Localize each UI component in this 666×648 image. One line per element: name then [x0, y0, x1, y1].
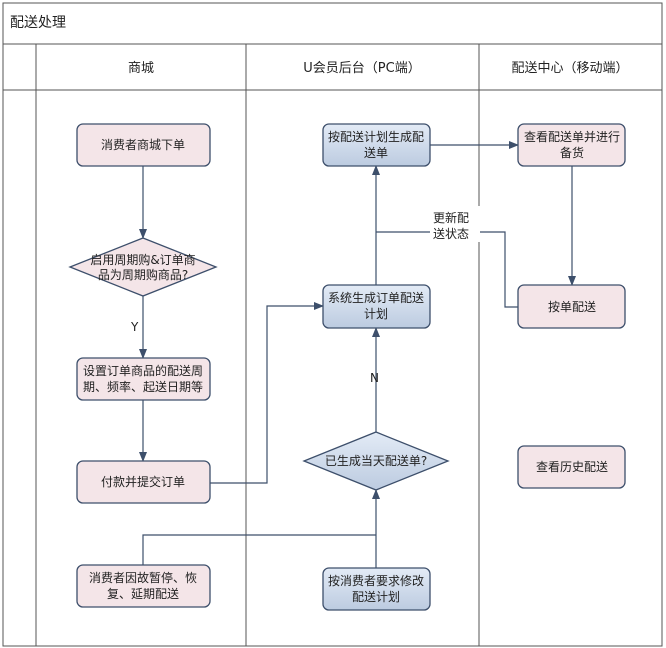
edge-label-no: N	[370, 371, 379, 385]
node-history[interactable]: 查看历史配送	[517, 445, 626, 489]
node-view-prepare-text-1: 查看配送单并进行	[524, 129, 620, 144]
node-gen-plan[interactable]: 系统生成订单配送 计划	[322, 284, 431, 329]
node-pause-text-1: 消费者因故暂停、恢	[89, 570, 197, 585]
node-pay[interactable]: 付款并提交订单	[76, 460, 211, 504]
node-gen-plan-text-1: 系统生成订单配送	[328, 290, 424, 305]
node-deliver-text: 按单配送	[548, 299, 596, 314]
diagram-title: 配送处理	[10, 15, 66, 31]
node-order-text: 消费者商城下单	[101, 137, 185, 152]
node-decision-today[interactable]: 已生成当天配送单?	[302, 431, 450, 491]
node-pay-text: 付款并提交订单	[101, 474, 185, 489]
lane-header-mall: 商城	[128, 61, 154, 76]
edge-label-update-status-1: 更新配	[433, 210, 469, 225]
edge-label-update-status-2: 送状态	[433, 226, 469, 241]
node-set-cycle-text-1: 设置订单商品的配送周	[83, 363, 203, 378]
node-decision-cycle-text-1: 启用周期购&订单商	[90, 252, 195, 267]
node-pause-text-2: 复、延期配送	[107, 586, 179, 601]
node-modify-plan-text-2: 配送计划	[352, 589, 400, 604]
node-set-cycle-text-2: 期、频率、起送日期等	[83, 379, 203, 394]
edge-label-yes: Y	[130, 320, 139, 334]
node-gen-by-plan-text-1: 按配送计划生成配	[328, 129, 424, 144]
node-gen-by-plan-text-2: 送单	[364, 145, 388, 160]
node-order[interactable]: 消费者商城下单	[76, 123, 211, 167]
node-set-cycle[interactable]: 设置订单商品的配送周 期、频率、起送日期等	[76, 357, 211, 401]
lane-header-pc-admin: U会员后台（PC端）	[303, 61, 420, 76]
node-gen-by-plan[interactable]: 按配送计划生成配 送单	[322, 123, 431, 167]
node-modify-plan-text-1: 按消费者要求修改	[328, 573, 424, 588]
node-history-text: 查看历史配送	[536, 459, 608, 474]
node-decision-today-text: 已生成当天配送单?	[325, 453, 427, 468]
node-modify-plan[interactable]: 按消费者要求修改 配送计划	[322, 567, 431, 611]
edge-pay-to-gen-plan	[210, 302, 324, 484]
node-deliver[interactable]: 按单配送	[517, 284, 626, 329]
node-decision-cycle-text-2: 品为周期购商品?	[98, 267, 188, 282]
lane-header-delivery-center: 配送中心（移动端）	[511, 61, 628, 76]
edge-pause-connector	[142, 534, 376, 565]
node-gen-plan-text-2: 计划	[364, 307, 388, 321]
node-decision-cycle[interactable]: 启用周期购&订单商 品为周期购商品?	[68, 237, 218, 297]
node-pause[interactable]: 消费者因故暂停、恢 复、延期配送	[76, 564, 211, 608]
node-view-prepare[interactable]: 查看配送单并进行 备货	[517, 123, 626, 167]
node-view-prepare-text-2: 备货	[560, 145, 584, 160]
